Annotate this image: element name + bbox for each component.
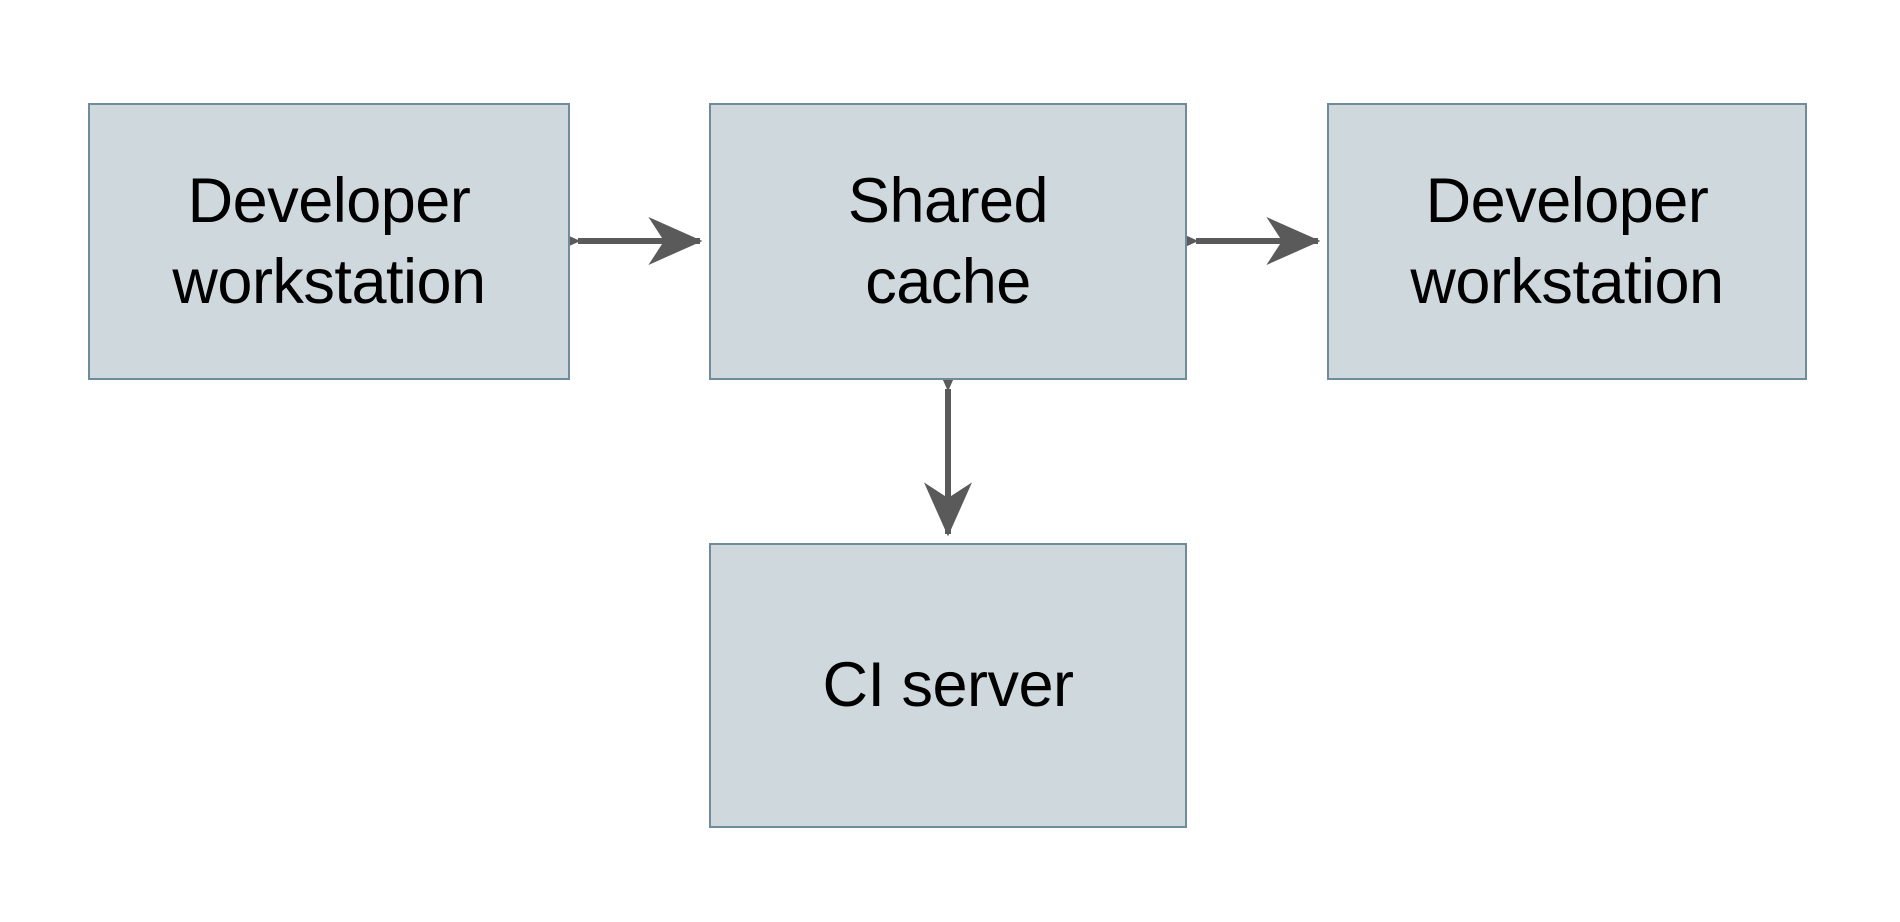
node-label: Developer workstation (172, 165, 486, 317)
node-label: Developer workstation (1410, 165, 1724, 317)
node-label: Shared cache (847, 165, 1049, 317)
node-developer-workstation-left[interactable]: Developer workstation (88, 103, 570, 380)
node-label: CI server (822, 650, 1074, 721)
node-shared-cache[interactable]: Shared cache (709, 103, 1187, 380)
node-developer-workstation-right[interactable]: Developer workstation (1327, 103, 1807, 380)
node-ci-server[interactable]: CI server (709, 543, 1187, 828)
